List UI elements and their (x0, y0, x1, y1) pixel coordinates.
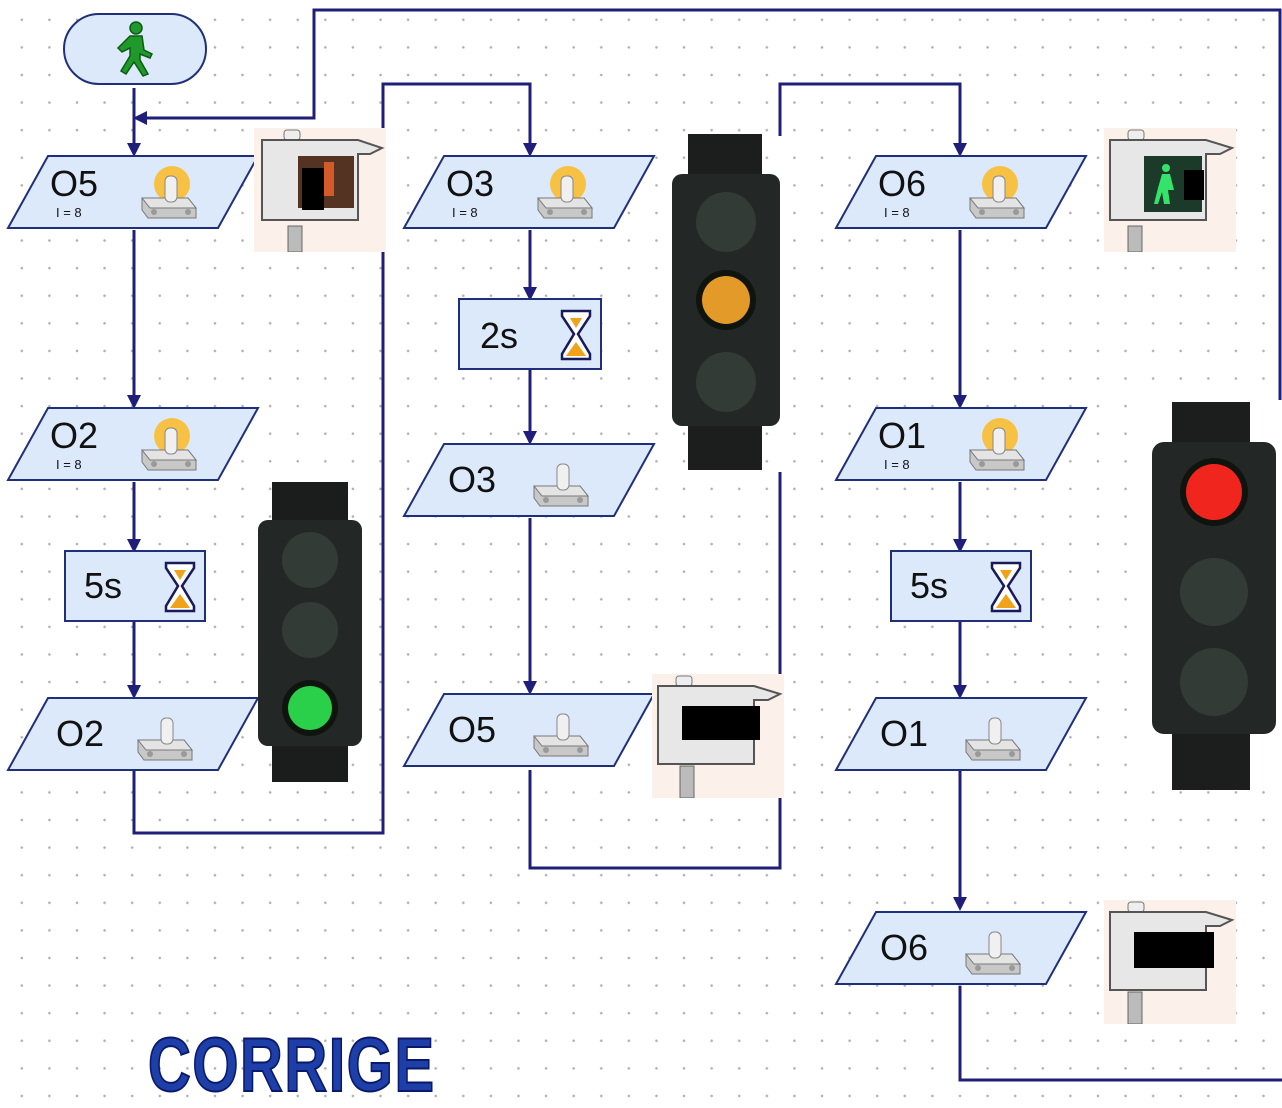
output-o1-on[interactable]: O1 I = 8 (834, 406, 1088, 482)
wait-duration: 5s (84, 565, 123, 606)
intensity-label: I = 8 (56, 205, 82, 220)
intensity-label: I = 8 (884, 457, 910, 472)
intensity-label: I = 8 (884, 205, 910, 220)
output-o2-on[interactable]: O2 I = 8 (6, 406, 260, 482)
traffic-light-green-image (258, 482, 362, 782)
output-o6-off[interactable]: O6 (834, 910, 1088, 986)
traffic-light-amber-image (672, 134, 780, 470)
wait-duration: 2s (480, 315, 519, 356)
lamp-on-icon (140, 418, 198, 471)
output-o2-off[interactable]: O2 (6, 696, 260, 772)
output-name: O2 (56, 713, 105, 754)
pedestrian-signal-green-image (1104, 128, 1236, 252)
lamp-off-icon (964, 931, 1022, 975)
output-name: O1 (878, 415, 927, 456)
output-o3-off[interactable]: O3 (402, 442, 656, 518)
lamp-on-icon (140, 166, 198, 219)
pedestrian-walking-icon (116, 21, 154, 77)
pedestrian-signal-off-image (1104, 900, 1236, 1024)
intensity-label: I = 8 (452, 205, 478, 220)
wait-5s-block[interactable]: 5s (64, 550, 206, 622)
lamp-off-icon (136, 717, 194, 761)
output-name: O3 (448, 459, 497, 500)
lamp-on-icon (968, 166, 1026, 219)
hourglass-icon (560, 309, 592, 361)
output-name: O6 (878, 163, 927, 204)
page-title: CORRIGE (147, 1023, 436, 1108)
output-o5-on[interactable]: O5 I = 8 (6, 154, 260, 230)
hourglass-icon (990, 561, 1022, 613)
traffic-light-red-image (1146, 402, 1280, 790)
wait-5s-block[interactable]: 5s (890, 550, 1032, 622)
output-o5-off[interactable]: O5 (402, 692, 656, 768)
start-block[interactable] (62, 12, 208, 86)
lamp-off-icon (964, 717, 1022, 761)
pedestrian-signal-red-image (254, 128, 386, 252)
output-name: O2 (50, 415, 99, 456)
pedestrian-signal-off-image (652, 674, 784, 798)
hourglass-icon (164, 561, 196, 613)
lamp-off-icon (532, 713, 590, 757)
wait-duration: 5s (910, 565, 949, 606)
output-name: O5 (50, 163, 99, 204)
wait-2s-block[interactable]: 2s (458, 298, 602, 370)
output-o6-on[interactable]: O6 I = 8 (834, 154, 1088, 230)
output-name: O1 (880, 713, 929, 754)
lamp-on-icon (536, 166, 594, 219)
output-name: O6 (880, 927, 929, 968)
intensity-label: I = 8 (56, 457, 82, 472)
lamp-on-icon (968, 418, 1026, 471)
output-name: O5 (448, 709, 497, 750)
output-name: O3 (446, 163, 495, 204)
lamp-off-icon (532, 463, 590, 507)
output-o3-on[interactable]: O3 I = 8 (402, 154, 656, 230)
output-o1-off[interactable]: O1 (834, 696, 1088, 772)
